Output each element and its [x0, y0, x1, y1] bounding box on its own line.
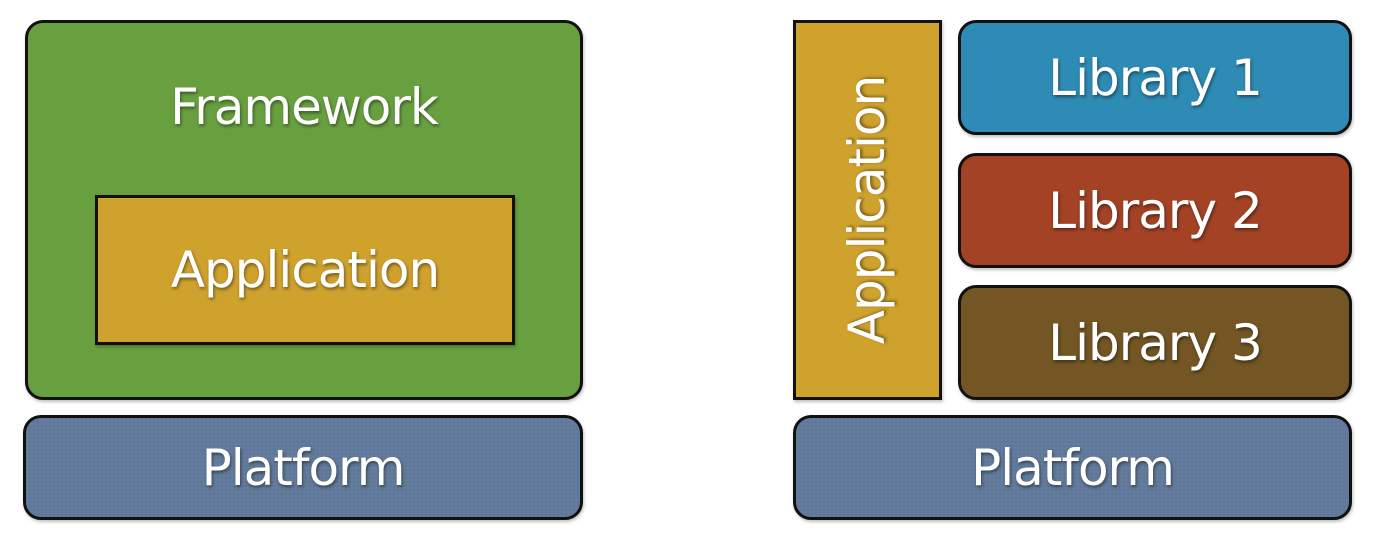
- framework-application-label: Application: [170, 241, 440, 299]
- library-platform-block: Platform: [793, 415, 1352, 520]
- library-application-label: Application: [838, 75, 897, 345]
- library-3-label: Library 3: [1048, 313, 1263, 372]
- library-application-block: Application: [793, 20, 942, 400]
- library-2-label: Library 2: [1048, 181, 1263, 240]
- library-1-block: Library 1: [958, 20, 1352, 135]
- library-platform-label: Platform: [971, 438, 1175, 497]
- framework-label: Framework: [170, 78, 439, 136]
- library-2-block: Library 2: [958, 153, 1352, 268]
- framework-platform-block: Platform: [23, 415, 583, 520]
- library-1-label: Library 1: [1048, 48, 1263, 107]
- framework-platform-label: Platform: [201, 438, 406, 497]
- framework-application-block: Application: [95, 195, 515, 345]
- library-3-block: Library 3: [958, 285, 1352, 400]
